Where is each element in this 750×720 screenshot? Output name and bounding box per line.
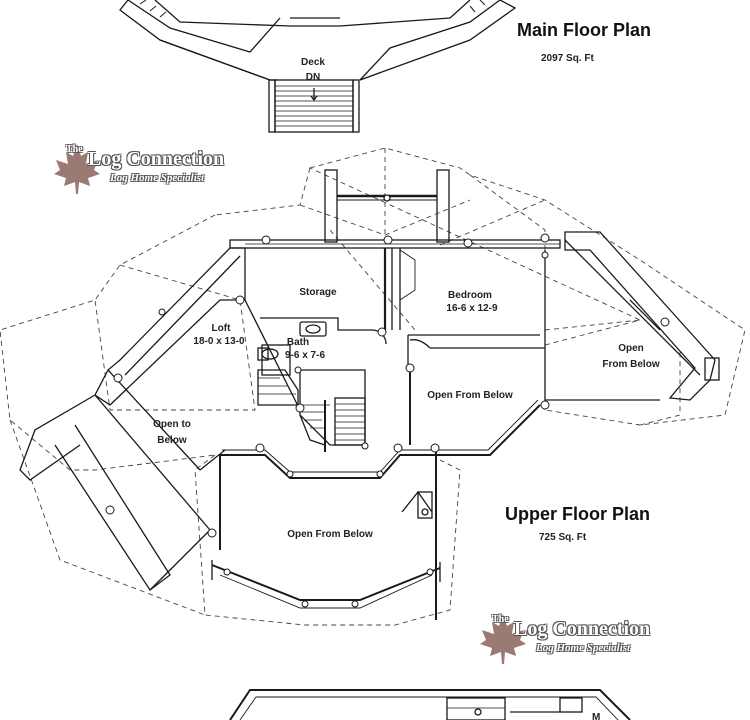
label-open-from-below-lower: Open From Below — [287, 529, 373, 540]
label-open-to-below-1: Open to — [153, 419, 191, 430]
label-storage: Storage — [299, 287, 337, 298]
deck — [119, 0, 517, 133]
main-floor-title: Main Floor Plan — [517, 20, 652, 40]
logo-name: Log Connection — [88, 148, 225, 170]
label-open-right-2: From Below — [602, 359, 659, 370]
upper-floor — [0, 147, 746, 626]
label-loft-dim: 18-0 x 13-0 — [193, 336, 245, 347]
bottom-partial-plan — [229, 689, 631, 720]
upper-floor-title: Upper Floor Plan — [505, 504, 651, 524]
maple-leaf-icon — [54, 144, 100, 194]
upper-floor-area: 725 Sq. Ft — [539, 532, 587, 543]
logo-the-text: The — [492, 614, 509, 625]
company-logo-bottom: The Log Connection Log Home Specialist — [478, 612, 698, 664]
label-bath: Bath — [287, 337, 309, 348]
label-deck: Deck — [301, 57, 325, 68]
label-bedroom-dim: 16-6 x 12-9 — [446, 303, 498, 314]
logo-name: Log Connection — [514, 618, 651, 640]
logo-tagline: Log Home Specialist — [536, 642, 631, 654]
main-floor-area: 2097 Sq. Ft — [541, 53, 594, 64]
maple-leaf-icon — [480, 614, 526, 664]
label-dn: DN — [306, 72, 320, 83]
label-bedroom: Bedroom — [448, 290, 492, 301]
company-logo-top: The Log Connection Log Home Specialist — [52, 142, 272, 194]
label-open-to-below-2: Below — [157, 435, 187, 446]
label-bath-dim: 9-6 x 7-6 — [285, 350, 325, 361]
label-partial: M — [592, 712, 600, 720]
label-open-from-below-mid: Open From Below — [427, 390, 513, 401]
label-loft: Loft — [212, 323, 232, 334]
logo-the-text: The — [66, 144, 83, 155]
label-open-right-1: Open — [618, 343, 644, 354]
logo-tagline: Log Home Specialist — [110, 172, 205, 184]
